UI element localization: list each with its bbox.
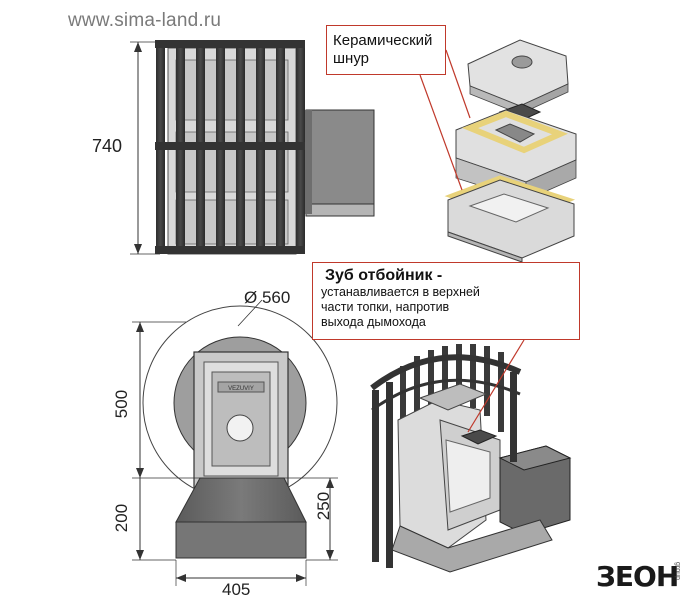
callout-tooth-deflector: Зуб отбойник - устанавливается в верхней… bbox=[312, 262, 580, 340]
dimension-lines-bottom bbox=[132, 299, 338, 586]
callout-ceramic-cord: Керамический шнур bbox=[326, 25, 446, 75]
dim-label-740: 740 bbox=[92, 136, 123, 156]
iso-mesh-bar bbox=[456, 344, 462, 404]
callout-ceramic-line1: Керамический bbox=[333, 32, 433, 49]
leader-line-ceramic-1 bbox=[445, 49, 471, 119]
dimension-740 bbox=[130, 41, 160, 255]
zeon-logo-sub: group bbox=[674, 562, 681, 580]
iso-mesh-bar bbox=[470, 344, 476, 408]
callout-tooth-line1: устанавливается в верхней bbox=[321, 285, 480, 299]
dim-label-200: 200 bbox=[112, 503, 132, 533]
iso-mesh-bar bbox=[484, 346, 490, 416]
door-brand-mark: VEZUVIY bbox=[228, 386, 254, 392]
cutaway-iso-view bbox=[370, 344, 572, 573]
dim-label-500: 500 bbox=[112, 389, 132, 419]
watermark-text: www.sima-land.ru bbox=[68, 10, 222, 31]
zeon-logo: ЗЕОН bbox=[596, 560, 679, 593]
callout-tooth-title: Зуб отбойник - bbox=[325, 267, 443, 284]
callout-tooth-line3: выхода дымохода bbox=[321, 315, 426, 329]
dim-label-diameter: Ø 560 bbox=[244, 288, 291, 307]
dim-label-405: 405 bbox=[222, 580, 251, 599]
leader-line-tooth bbox=[467, 339, 525, 433]
exploded-ceramic-block bbox=[444, 39, 577, 263]
callout-tooth-line2: части топки, напротив bbox=[321, 300, 450, 314]
leader-line-ceramic-2 bbox=[419, 74, 463, 191]
front-view-stove bbox=[155, 40, 375, 255]
callout-ceramic-line2: шнур bbox=[333, 50, 369, 67]
iso-mesh-bar bbox=[498, 352, 504, 432]
front-view-round: VEZUVIY bbox=[142, 305, 338, 559]
iso-mesh-bar bbox=[442, 346, 448, 410]
dim-label-250: 250 bbox=[314, 491, 334, 521]
